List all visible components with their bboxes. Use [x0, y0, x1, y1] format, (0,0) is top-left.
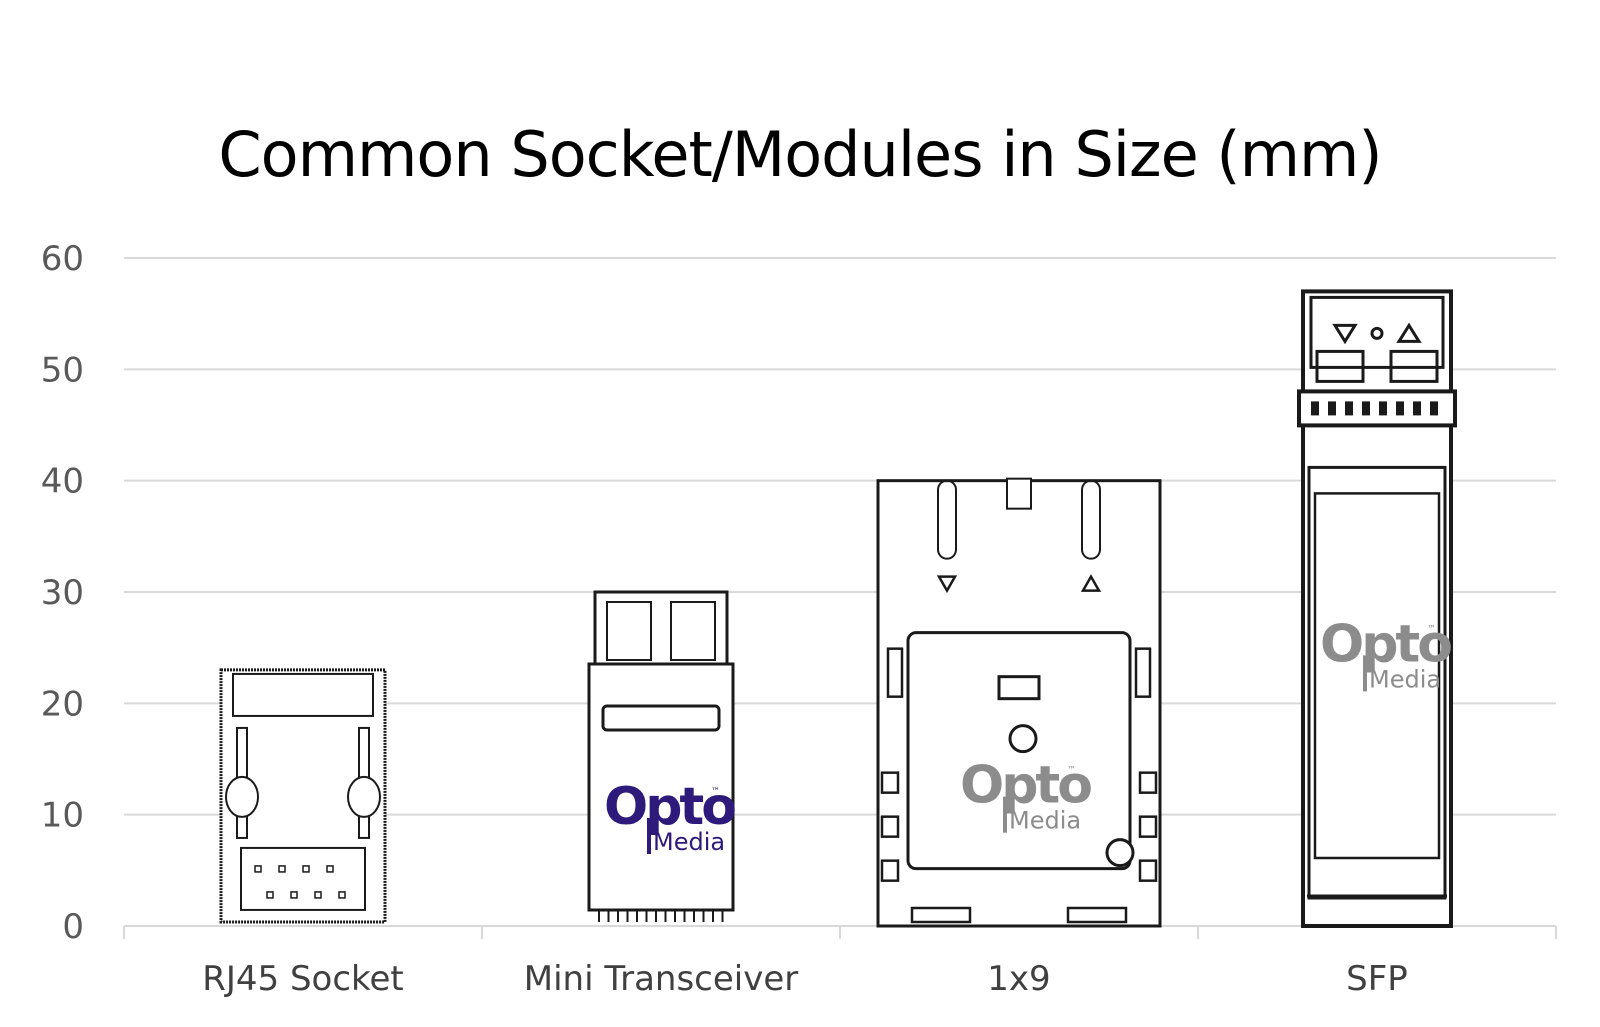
- socket-pin: [290, 891, 298, 899]
- module-clip: [886, 647, 904, 698]
- y-tick-label: 10: [41, 796, 84, 836]
- sfp-vent: [1311, 401, 1319, 416]
- socket-pin: [314, 891, 322, 899]
- rx-arrow-icon: [1396, 322, 1422, 343]
- module-sleeve-right: [1081, 479, 1101, 560]
- module-pin-right: [1138, 771, 1158, 794]
- socket-hole-right: [347, 775, 381, 818]
- module-foot-right: [1066, 906, 1128, 924]
- y-tick-label: 20: [41, 684, 84, 724]
- transceiver-latch: [601, 704, 721, 732]
- module-label-area: [906, 631, 1132, 871]
- sfp-vent: [1345, 401, 1353, 416]
- sfp-vent: [1430, 401, 1438, 416]
- logo-trademark: ™: [711, 787, 720, 797]
- module-notch: [1006, 477, 1032, 510]
- module-pin-right: [1138, 859, 1158, 882]
- module-window: [997, 675, 1041, 701]
- module-pin-left: [880, 815, 900, 838]
- transceiver-head: [593, 590, 729, 666]
- sfp-port-right: [1389, 349, 1439, 383]
- socket-pin: [338, 891, 346, 899]
- tx-arrow-icon: [1332, 323, 1358, 345]
- socket-pins: [240, 846, 366, 911]
- x-axis-categories: RJ45 Socket Mini Transceiver 1x9 SFP: [202, 959, 1408, 999]
- y-axis-ticks: 0 10 20 30 40 50 60: [41, 239, 84, 947]
- x-category-label: 1x9: [987, 959, 1050, 999]
- sfp-dot: [1370, 326, 1384, 340]
- tx-arrow-icon: [936, 575, 958, 594]
- y-tick-label: 50: [41, 350, 84, 390]
- sfp-label: [1313, 492, 1441, 860]
- module-screw-hole: [1105, 838, 1135, 868]
- socket-pin: [254, 865, 262, 873]
- socket-pin: [278, 865, 286, 873]
- transceiver-port-left: [606, 601, 652, 661]
- y-tick-label: 0: [62, 907, 84, 947]
- y-tick-label: 40: [41, 462, 84, 502]
- sfp-vent: [1379, 401, 1387, 416]
- y-tick-label: 30: [41, 573, 84, 613]
- transceiver-port-right: [670, 601, 716, 661]
- x-category-label: SFP: [1346, 959, 1408, 999]
- logo-sub-text: Media: [653, 828, 725, 856]
- module-pin-left: [880, 859, 900, 882]
- x-category-label: Mini Transceiver: [524, 959, 799, 999]
- module-clip: [1134, 647, 1152, 698]
- module-sleeve-left: [937, 479, 957, 560]
- sfp-vent: [1413, 401, 1421, 416]
- logo-sub-text: Media: [1009, 807, 1081, 835]
- logo-brand-text: Opto: [960, 756, 1091, 816]
- sfp-vent: [1396, 401, 1404, 416]
- bar-rj45-socket: [219, 668, 387, 924]
- module-foot-left: [910, 906, 972, 924]
- logo-trademark: ™: [1427, 624, 1436, 634]
- sfp-bail: [1297, 389, 1457, 428]
- socket-pin: [266, 891, 274, 899]
- sfp-port-left: [1315, 349, 1365, 383]
- y-tick-label: 60: [41, 239, 84, 279]
- logo-trademark: ™: [1067, 766, 1076, 776]
- module-screw-hole: [1008, 724, 1038, 754]
- module-pin-right: [1138, 815, 1158, 838]
- chart-title: Common Socket/Modules in Size (mm): [218, 118, 1382, 191]
- socket-pin: [326, 865, 334, 873]
- sfp-vent: [1362, 401, 1370, 416]
- sfp-cage: [1309, 295, 1445, 369]
- sfp-body: [1307, 465, 1447, 900]
- sfp-vent: [1328, 401, 1336, 416]
- rx-arrow-icon: [1080, 574, 1102, 592]
- logo-brand-text: Opto: [1320, 614, 1451, 674]
- socket-pin: [302, 865, 310, 873]
- logo-sub-text: Media: [1369, 665, 1441, 693]
- sfp-outline: [1301, 289, 1453, 928]
- socket-top: [232, 672, 374, 717]
- logo-brand-text: Opto: [604, 777, 735, 837]
- module-pin-left: [880, 771, 900, 794]
- x-category-label: RJ45 Socket: [202, 959, 404, 999]
- socket-hole-left: [225, 775, 259, 818]
